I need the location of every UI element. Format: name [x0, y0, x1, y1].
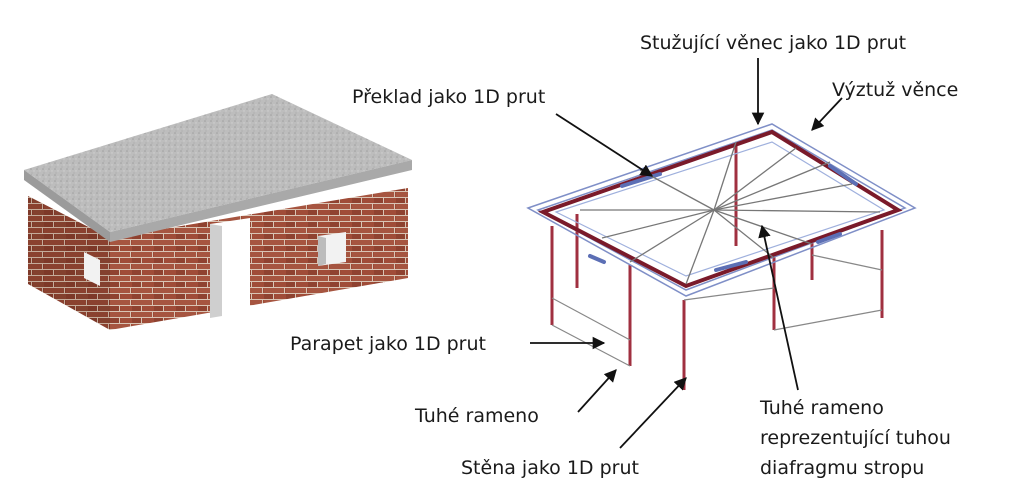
- label-tuhe-rameno-diafragma-2: reprezentující tuhou: [760, 427, 951, 449]
- left-wall-window: [84, 252, 100, 286]
- label-stena: Stěna jako 1D prut: [461, 457, 639, 479]
- roof-slab-top: [24, 94, 412, 232]
- front-wall: [110, 188, 408, 330]
- label-stuzujici-venec: Stužující věnec jako 1D prut: [640, 32, 906, 54]
- roof-slab-edge-left: [24, 170, 110, 242]
- label-tuhe-rameno: Tuhé rameno: [414, 405, 539, 427]
- arrow-preklad: [555, 113, 654, 177]
- label-vyztuz-vence: Výztuž věnce: [832, 79, 958, 101]
- roof-slab-edge-front: [110, 160, 412, 242]
- label-tuhe-rameno-diafragma-3: diafragmu stropu: [760, 457, 924, 479]
- label-preklad: Překlad jako 1D prut: [352, 86, 545, 108]
- arrow-tuhe-diafragma: [758, 224, 799, 391]
- label-tuhe-rameno-diafragma-1: Tuhé rameno: [759, 397, 884, 419]
- ring-beam-reinforcement: [526, 123, 917, 297]
- label-parapet: Parapet jako 1D prut: [290, 333, 486, 355]
- arrow-stena: [619, 377, 687, 449]
- ring-beam: [537, 129, 903, 289]
- arrow-tuhe: [577, 369, 617, 413]
- arrow-vyztuz: [811, 97, 843, 131]
- left-wall: [28, 196, 110, 330]
- frame-columns: [550, 142, 884, 390]
- lower-links: [551, 254, 883, 367]
- frame-model-illustration: [526, 123, 917, 390]
- annotation-arrows: [530, 58, 843, 449]
- lintel-bars: [588, 164, 858, 272]
- brick-building-illustration: [24, 94, 412, 330]
